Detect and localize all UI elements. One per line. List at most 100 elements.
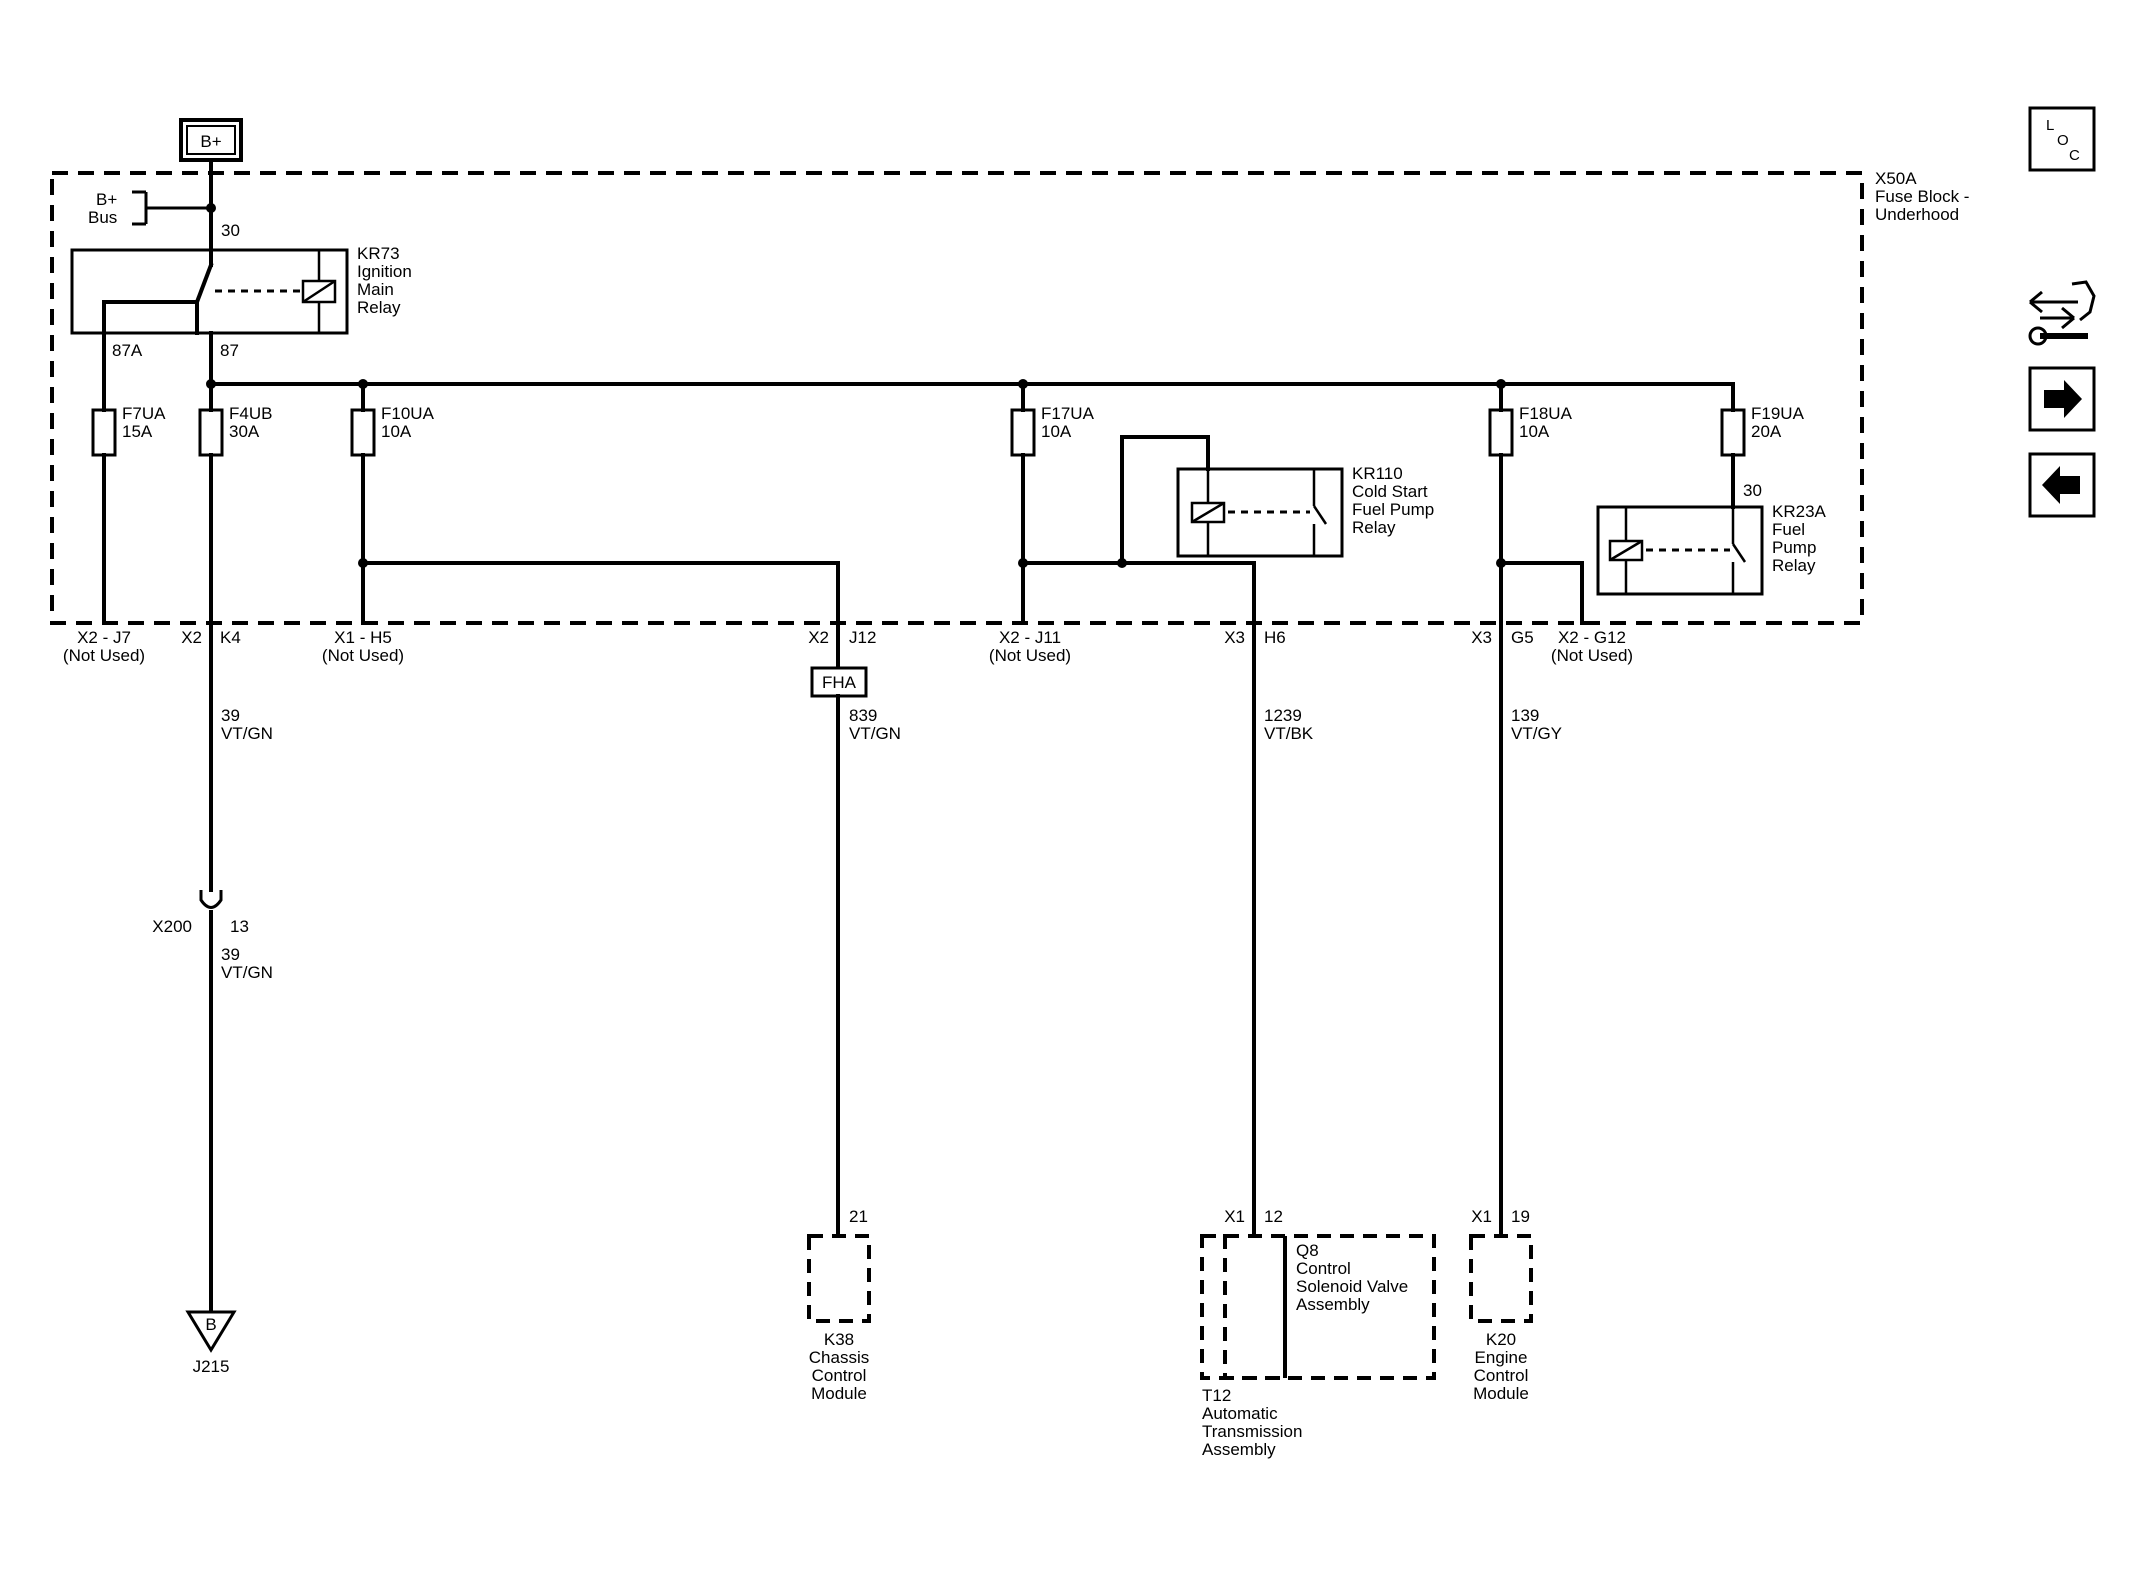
k38-pin: 21	[849, 1207, 868, 1226]
t12-connector-box	[1223, 1234, 1287, 1380]
kr73-name-line1: Ignition	[357, 262, 412, 281]
k38-chassis-control-module[interactable]	[807, 1234, 871, 1323]
fuse-f18ua[interactable]	[1488, 408, 1514, 457]
fuse-block-boundary	[50, 171, 1864, 625]
kr23a-name-line3: Relay	[1772, 556, 1816, 575]
q8-id: Q8	[1296, 1241, 1319, 1260]
conn-x2-j11-pin: X2 - J11	[999, 628, 1061, 647]
k20-name-line1: Engine	[1475, 1348, 1528, 1367]
fuse-f10ua-id: F10UA	[381, 404, 435, 423]
q8-name-line3: Assembly	[1296, 1295, 1370, 1314]
wire-39a-circuit: 39	[221, 706, 240, 725]
wire-1239-color: VT/BK	[1264, 724, 1314, 743]
fuse-f19ua-rating: 20A	[1751, 422, 1782, 441]
fuse-f17ua[interactable]	[1010, 408, 1036, 457]
t12-name-line3: Assembly	[1202, 1440, 1276, 1459]
next-page-button[interactable]	[2028, 366, 2096, 432]
k20-name-line3: Module	[1473, 1384, 1529, 1403]
k20-engine-control-module[interactable]	[1469, 1234, 1533, 1323]
x200-id: X200	[152, 917, 192, 936]
fuse-block-name-line1: Fuse Block -	[1875, 187, 1969, 206]
kr23a-id: KR23A	[1772, 502, 1827, 521]
kr23a-name-line1: Fuel	[1772, 520, 1805, 539]
fuse-block-name-line2: Underhood	[1875, 205, 1959, 224]
conn-x3-h6-conn: X3	[1224, 628, 1245, 647]
kr73-ignition-main-relay[interactable]	[70, 248, 349, 335]
fuse-f10ua[interactable]	[350, 408, 376, 457]
wire-39b-circuit: 39	[221, 945, 240, 964]
bus-label-line1: B+	[96, 190, 117, 209]
loc-button[interactable]: L O C	[2028, 106, 2096, 172]
conn-x2-k4-conn: X2	[181, 628, 202, 647]
kr73-pin-87: 87	[220, 341, 239, 360]
loc-letter-c: C	[2069, 147, 2080, 164]
f18ua-to-g12-wire	[1499, 561, 1584, 625]
f17ua-splice	[1018, 558, 1028, 568]
loc-letter-o: O	[2057, 132, 2069, 149]
fuse-f19ua[interactable]	[1720, 408, 1746, 457]
t12-pin: 12	[1264, 1207, 1283, 1226]
fuse-f4ub[interactable]	[198, 408, 224, 457]
fuse-f17ua-id: F17UA	[1041, 404, 1095, 423]
k38-name-line1: Chassis	[809, 1348, 869, 1367]
fuse-f18ua-rating: 10A	[1519, 422, 1550, 441]
fuse-f18ua-id: F18UA	[1519, 404, 1573, 423]
x200-inline-connector[interactable]	[199, 890, 223, 909]
b-plus-bus-bracket	[132, 190, 211, 226]
conn-x1-h5-pin: X1 - H5	[334, 628, 392, 647]
kr23a-pin-30: 30	[1743, 481, 1762, 500]
fuse-f19ua-id: F19UA	[1751, 404, 1805, 423]
k20-pin: 19	[1511, 1207, 1530, 1226]
t12-conn: X1	[1224, 1207, 1245, 1226]
component-locator-icon[interactable]	[2029, 280, 2096, 330]
k20-id: K20	[1486, 1330, 1516, 1349]
kr73-name-line3: Relay	[357, 298, 401, 317]
kr73-pin-87a: 87A	[112, 341, 143, 360]
fha-label: FHA	[822, 673, 857, 692]
kr110-id: KR110	[1352, 464, 1403, 483]
conn-x1-h5-note: (Not Used)	[322, 646, 404, 665]
f10ua-to-j12-wire	[361, 561, 840, 625]
kr110-name-line2: Fuel Pump	[1352, 500, 1434, 519]
kr110-cold-start-fuel-pump-relay[interactable]	[1120, 435, 1344, 565]
conn-x2-j12-conn: X2	[808, 628, 829, 647]
fuse-f10ua-rating: 10A	[381, 422, 412, 441]
t12-automatic-transmission-assembly[interactable]	[1200, 1234, 1436, 1380]
q8-name-line1: Control	[1296, 1259, 1351, 1278]
conn-x3-g5-conn: X3	[1471, 628, 1492, 647]
fuse-f7ua[interactable]	[91, 408, 117, 457]
wire-839-color: VT/GN	[849, 724, 901, 743]
conn-x2-j7-note: (Not Used)	[63, 646, 145, 665]
f18ua-splice	[1496, 558, 1506, 568]
k38-name-line2: Control	[812, 1366, 867, 1385]
ground-ref-letter: B	[205, 1315, 216, 1334]
k38-name-line3: Module	[811, 1384, 867, 1403]
bus-splice	[206, 203, 216, 213]
fha-box[interactable]	[810, 666, 868, 698]
fuse-f4ub-rating: 30A	[229, 422, 260, 441]
service-tool-icon[interactable]	[2028, 326, 2088, 346]
loc-letter-l: L	[2046, 117, 2054, 134]
previous-page-arrow-icon	[2042, 466, 2080, 504]
kr110-name-line1: Cold Start	[1352, 482, 1428, 501]
wire-139-color: VT/GY	[1511, 724, 1562, 743]
conn-x2-g12-pin: X2 - G12	[1558, 628, 1626, 647]
kr73-name-line2: Main	[357, 280, 394, 299]
t12-id: T12	[1202, 1386, 1231, 1405]
wire-1239-circuit: 1239	[1264, 706, 1302, 725]
t12-name-line2: Transmission	[1202, 1422, 1302, 1441]
k20-name-line2: Control	[1474, 1366, 1529, 1385]
kr73-nc-contact	[102, 300, 199, 335]
wire-39a-color: VT/GN	[221, 724, 273, 743]
next-page-arrow-icon	[2044, 380, 2082, 418]
kr23a-fuel-pump-relay[interactable]	[1596, 505, 1764, 596]
wire-139-circuit: 139	[1511, 706, 1539, 725]
b-plus-source[interactable]: B+	[179, 118, 243, 162]
wire-839-circuit: 839	[849, 706, 877, 725]
k20-conn: X1	[1471, 1207, 1492, 1226]
ground-ref-triangle-icon[interactable]	[185, 1310, 237, 1353]
previous-page-button[interactable]	[2028, 452, 2096, 518]
f10ua-splice	[358, 558, 368, 568]
kr110-name-line3: Relay	[1352, 518, 1396, 537]
